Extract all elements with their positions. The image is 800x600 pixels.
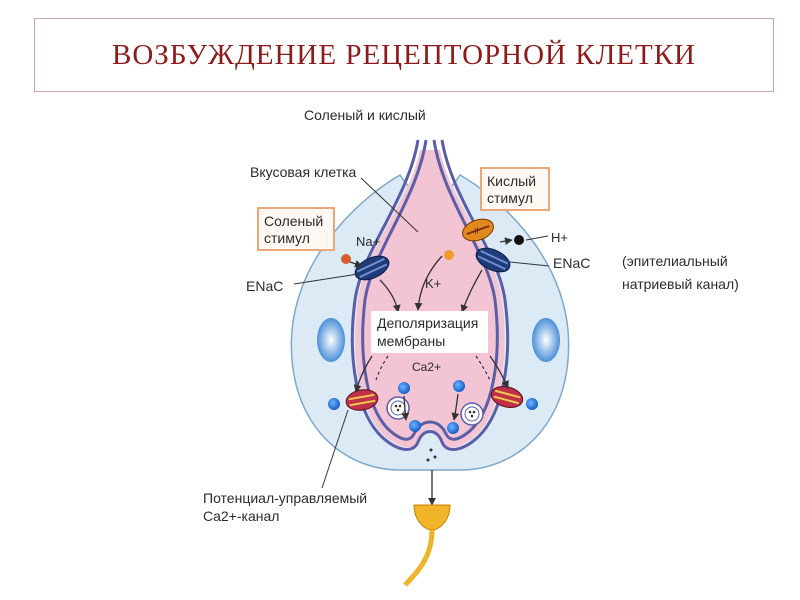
k-channel: // (462, 218, 494, 242)
sour-stimulus-label-1: Кислый (487, 173, 536, 189)
cell-membrane (350, 139, 510, 451)
title-box: ВОЗБУЖДЕНИЕ РЕЦЕПТОРНОЙ КЛЕТКИ (34, 18, 774, 92)
right-oval (532, 318, 560, 362)
epithelial-label-2: натриевый канал) (622, 276, 739, 292)
enac-left-label: ENaC (246, 278, 283, 294)
voltage-channel-label-2: Ca2+-канал (203, 508, 279, 524)
k-ion (444, 250, 454, 260)
depolarization-label-1: Деполяризация (377, 315, 478, 331)
taste-cell-label: Вкусовая клетка (250, 164, 357, 180)
salty-stimulus-label-2: стимул (264, 230, 310, 246)
ca-channel-right (490, 385, 524, 409)
na-label: Na+ (356, 234, 380, 249)
slide-title: ВОЗБУЖДЕНИЕ РЕЦЕПТОРНОЙ КЛЕТКИ (112, 38, 696, 71)
enac-left-channel (354, 255, 390, 281)
depolarization-label-2: мембраны (377, 333, 445, 349)
enac-right-label: ENaC (553, 255, 590, 271)
sour-stimulus-label-2: стимул (487, 190, 533, 206)
k-label: K+ (425, 276, 441, 291)
ca-ions (328, 380, 538, 434)
na-ion (341, 254, 351, 264)
depolarization-box (371, 311, 488, 353)
ca-channel-left (345, 389, 379, 411)
nerve-ending (413, 504, 451, 531)
salty-sour-label: Соленый и кислый (304, 107, 426, 123)
h-label: H+ (551, 230, 568, 245)
svg-text://: // (473, 226, 481, 236)
h-ion (514, 235, 524, 245)
voltage-channel-label-1: Потенциал-управляемый (203, 490, 367, 506)
salty-stimulus-box (257, 207, 335, 251)
sour-stimulus-box (480, 167, 550, 211)
left-oval (317, 318, 345, 362)
flow-arrows (349, 237, 513, 506)
vesicle-right (460, 402, 484, 426)
enac-right-channel (475, 247, 511, 273)
dotted-arrows (375, 355, 491, 381)
salty-stimulus-label-1: Соленый (264, 213, 323, 229)
nerve-fiber (403, 529, 435, 587)
epithelial-label-1: (эпителиальный (622, 253, 728, 269)
leader-lines (293, 177, 550, 489)
ca-label: Ca2+ (412, 360, 441, 374)
